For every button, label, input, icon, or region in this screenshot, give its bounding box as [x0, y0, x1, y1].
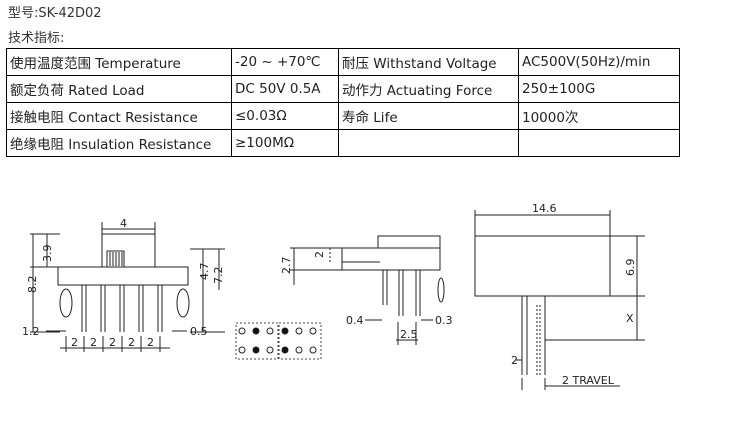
- pcb-hole: [238, 327, 246, 335]
- front-dim-pitch: 2: [128, 336, 135, 349]
- front-dim-right-a: 4.7: [198, 263, 211, 281]
- spec-value: AC500V(50Hz)/min: [518, 48, 680, 76]
- switch-body: [57, 266, 189, 286]
- pcb-hole-filled: [252, 346, 260, 354]
- spec-label: 接触电阻 Contact Resistance: [6, 102, 232, 130]
- spec-label: 动作力 Actuating Force: [338, 75, 519, 103]
- actuator-dim-height: 6.9: [624, 259, 637, 277]
- side-actuator: [377, 235, 441, 249]
- front-dim-pitch: 2: [147, 336, 154, 349]
- table-row: 额定负荷 Rated Load DC 50V 0.5A 动作力 Actuatin…: [6, 75, 680, 103]
- side-body: [341, 247, 441, 271]
- pcb-hole: [309, 327, 317, 335]
- side-dim-tab: 2: [313, 251, 326, 258]
- mounting-leg-right: [176, 288, 190, 318]
- side-mounting-leg: [437, 277, 445, 303]
- pcb-hole: [266, 346, 274, 354]
- actuator-knob: [106, 250, 125, 268]
- pcb-hole-pattern: [235, 322, 322, 360]
- pcb-hole-filled: [281, 327, 289, 335]
- front-dim-total-height: 8.2: [26, 276, 39, 294]
- side-dim-height: 2.7: [280, 257, 293, 275]
- actuator-dim-width: 14.6: [532, 202, 557, 215]
- actuator-view-drawing: 14.6 6.9 X 2 2 TRAVEL: [474, 202, 645, 390]
- front-dim-right-b: 7.2: [212, 267, 225, 285]
- spec-label: 耐压 Withstand Voltage: [338, 48, 519, 76]
- table-row: 使用温度范围 Temperature -20 ~ +70℃ 耐压 Withsta…: [6, 48, 680, 76]
- front-dim-pin-right: 0.5: [190, 325, 208, 338]
- model-number: 型号:SK-42D02: [8, 6, 102, 21]
- side-dim-right: 0.3: [435, 314, 453, 327]
- spec-label: 使用温度范围 Temperature: [6, 48, 232, 76]
- side-dim-left: 0.4: [346, 314, 364, 327]
- front-dim-pitch: 2: [71, 336, 78, 349]
- front-dim-pin-left: 1.2: [22, 325, 40, 338]
- front-dim-upper-height: 3.9: [41, 245, 54, 263]
- pcb-hole-filled: [281, 346, 289, 354]
- actuator-travel-label: 2 TRAVEL: [562, 374, 615, 387]
- mounting-leg-left: [59, 288, 73, 318]
- pcb-hole: [238, 346, 246, 354]
- pcb-hole: [309, 346, 317, 354]
- spec-value: ≤0.03Ω: [231, 102, 339, 130]
- spec-value: [518, 129, 680, 157]
- spec-label: [338, 129, 519, 157]
- spec-label: 额定负荷 Rated Load: [6, 75, 232, 103]
- spec-value: ≥100MΩ: [231, 129, 339, 157]
- spec-table: 使用温度范围 Temperature -20 ~ +70℃ 耐压 Withsta…: [6, 48, 680, 157]
- table-row: 绝缘电阻 Insulation Resistance ≥100MΩ: [6, 129, 680, 157]
- pcb-hole: [295, 327, 303, 335]
- spec-heading: 技术指标:: [8, 31, 65, 46]
- front-dim-width: 4: [120, 217, 127, 230]
- side-dim-bottom: 2.5: [400, 328, 418, 341]
- pcb-hole: [266, 327, 274, 335]
- spec-label: 绝缘电阻 Insulation Resistance: [6, 129, 232, 157]
- actuator-dim-small: 2: [511, 354, 518, 367]
- side-view-drawing: 2.7 2 0.4 0.3 2.5: [280, 235, 453, 345]
- front-dim-pitch: 2: [90, 336, 97, 349]
- spec-value: 250±100G: [518, 75, 680, 103]
- actuator-dim-x: X: [626, 312, 634, 325]
- pcb-hole-filled: [252, 327, 260, 335]
- front-view-drawing: 4 8.2 3.9 4.7 7.2 1.2 0.5 2 2 2 2 2: [22, 217, 225, 352]
- spec-value: DC 50V 0.5A: [231, 75, 339, 103]
- front-dim-pitch: 2: [109, 336, 116, 349]
- pcb-hole: [295, 346, 303, 354]
- actuator-housing: [101, 233, 156, 268]
- actuator-body: [474, 235, 611, 297]
- pins: [81, 285, 163, 332]
